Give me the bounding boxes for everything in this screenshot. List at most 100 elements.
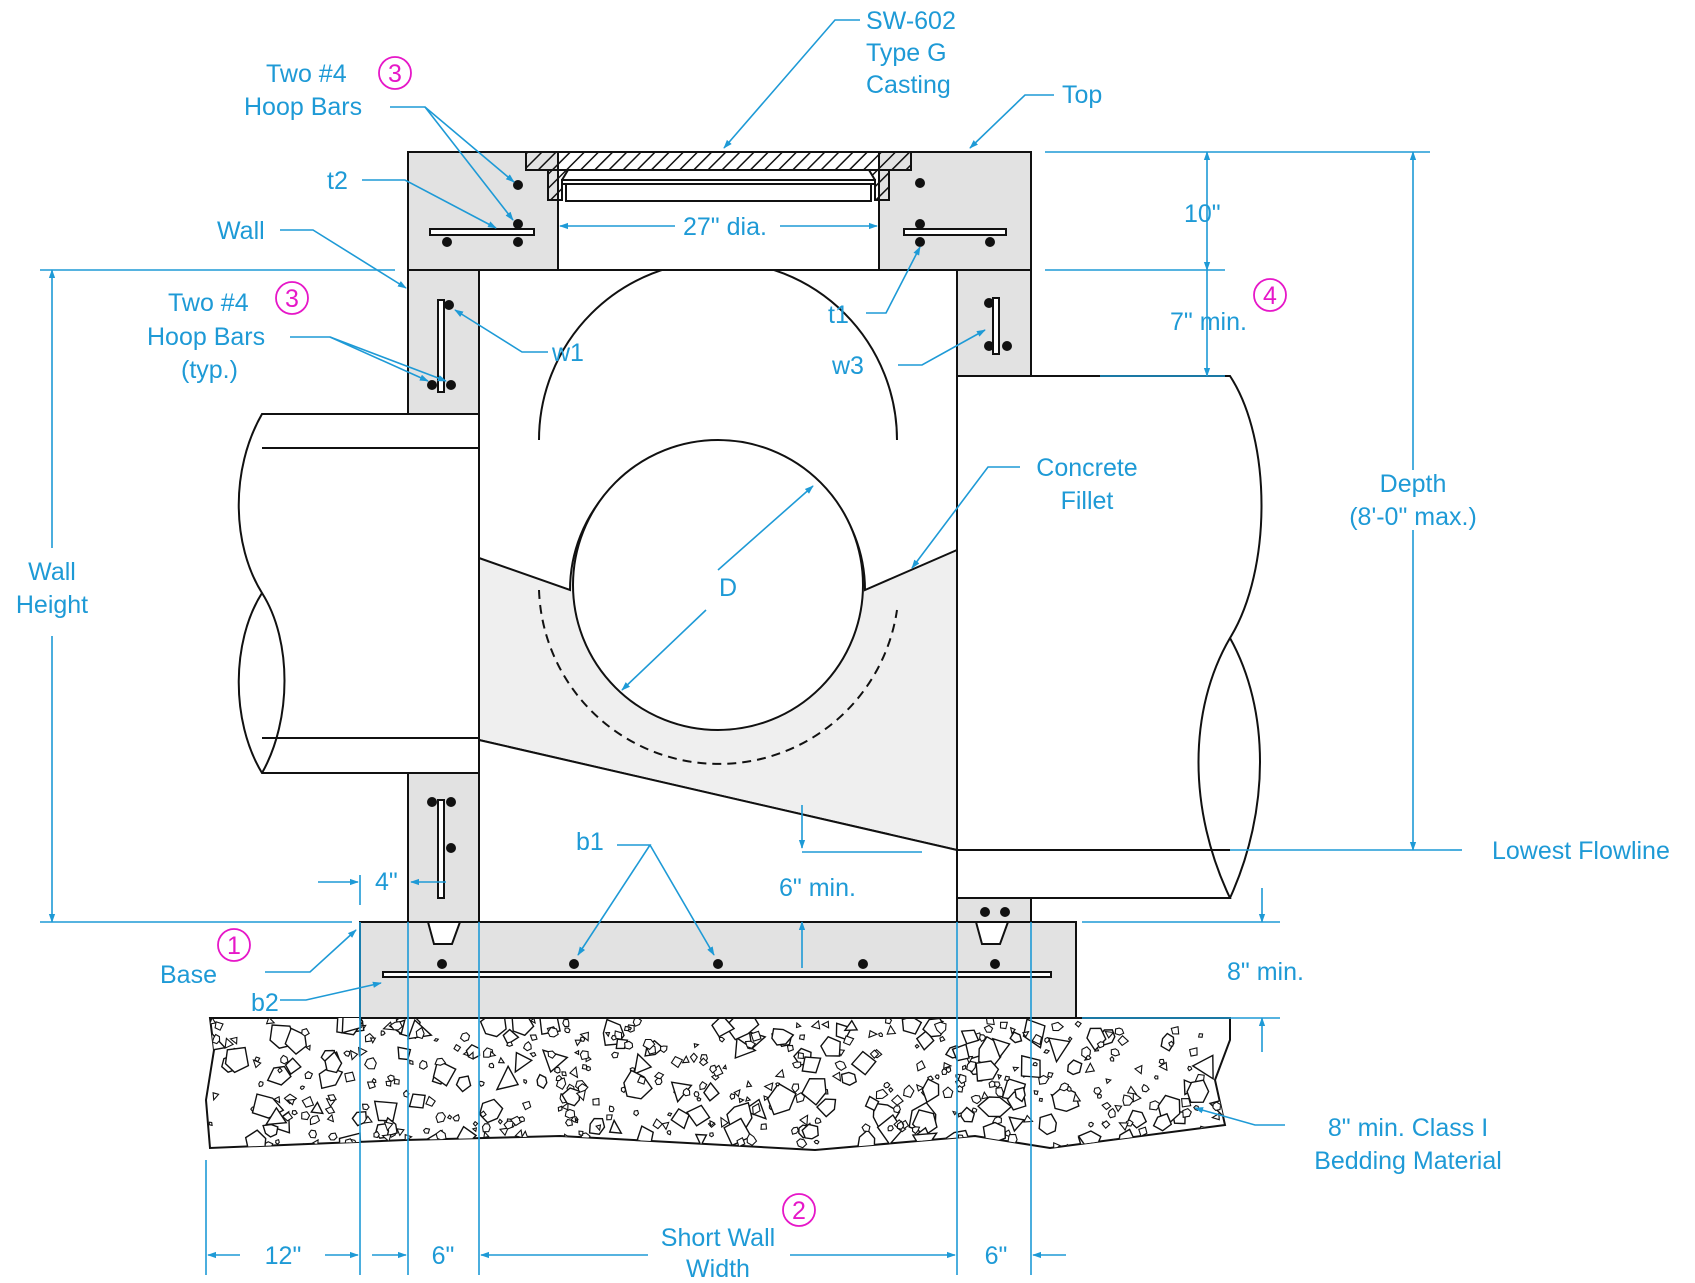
aggregate-stone: [623, 1069, 653, 1100]
aggregate-stone: [745, 1079, 753, 1088]
aggregate-stone: [958, 1112, 963, 1118]
aggregate-stone: [915, 1083, 925, 1092]
aggregate-stone: [581, 1063, 588, 1070]
aggregate-stone: [795, 1021, 802, 1029]
aggregate-stone: [696, 1097, 702, 1102]
aggregate-stone: [212, 1092, 220, 1102]
aggregate-stone: [720, 1116, 730, 1128]
aggregate-stone: [380, 1030, 386, 1037]
aggregate-stone: [1066, 1059, 1083, 1076]
aggregate-stone: [934, 1074, 940, 1080]
aggregate-stone: [309, 1114, 321, 1126]
aggregate-stone: [536, 1073, 548, 1090]
aggregate-stone: [497, 1056, 506, 1064]
aggregate-stone: [1088, 1121, 1094, 1128]
aggregate-stone: [654, 1077, 663, 1086]
dim-10-label: 10": [1184, 200, 1221, 228]
dimension-lines: [40, 151, 1462, 1275]
aggregate-stone: [1114, 1104, 1123, 1113]
base-slab-body: [359, 921, 1077, 1019]
callout-circles: 3 3 4 1 2: [217, 56, 1287, 1227]
aggregate-stone: [995, 1086, 1004, 1098]
aggregate-stone: [791, 1083, 800, 1094]
inlet-pipe-left: [237, 413, 480, 774]
aggregate-stone: [506, 1041, 514, 1047]
aggregate-stone: [916, 1059, 926, 1072]
aggregate-stone: [868, 1029, 879, 1039]
aggregate-stone: [284, 1057, 302, 1076]
aggregate-stone: [514, 1051, 534, 1074]
aggregate-stone: [814, 1117, 822, 1124]
aggregate-stone: [1072, 1092, 1082, 1102]
aggregate-stone: [479, 1110, 487, 1118]
aggregate-stone: [887, 1125, 894, 1132]
aggregate-stone: [575, 1089, 587, 1102]
aggregate-stone: [1180, 1098, 1192, 1108]
aggregate-stone: [875, 1088, 889, 1100]
aggregate-stone: [1197, 1033, 1204, 1038]
aggregate-stone: [921, 1078, 940, 1104]
aggregate-stone: [1172, 1131, 1182, 1142]
aggregate-stone: [729, 1093, 736, 1101]
aggregate-stone: [564, 1027, 571, 1034]
callout-circle-short-wall: [782, 1193, 816, 1227]
aggregate-stone: [1152, 1112, 1173, 1132]
aggregate-stone: [624, 1040, 634, 1050]
aggregate-stone: [763, 1082, 774, 1092]
aggregate-stone: [960, 1029, 980, 1045]
aggregate-stone: [467, 1051, 474, 1060]
aggregate-stone: [744, 1040, 757, 1049]
aggregate-stone: [561, 1087, 581, 1107]
aggregate-stone: [1118, 1122, 1129, 1132]
aggregate-stone: [1038, 1113, 1058, 1136]
aggregate-stone: [305, 1044, 311, 1052]
aggregate-stone: [310, 1100, 324, 1115]
aggregate-stone: [229, 1036, 238, 1045]
wall-label: Wall: [217, 217, 265, 245]
aggregate-stone: [1138, 1126, 1148, 1137]
aggregate-stone: [1168, 1040, 1174, 1047]
aggregate-stone: [489, 1050, 497, 1057]
aggregate-stone: [799, 1114, 809, 1127]
depth-label-1: Depth: [1380, 470, 1447, 498]
aggregate-stone: [1212, 1139, 1220, 1146]
aggregate-stone: [618, 1143, 625, 1149]
aggregate-stone: [327, 1094, 337, 1102]
aggregate-stone: [633, 1109, 640, 1117]
aggregate-stone: [941, 1068, 948, 1075]
aggregate-stone: [301, 1111, 311, 1121]
type-g-casting: [525, 151, 912, 202]
pipe-opening-hidden: [538, 589, 898, 765]
aggregate-stone: [979, 1034, 987, 1043]
aggregate-stone: [893, 1143, 902, 1150]
aggregate-stone: [709, 1119, 716, 1128]
aggregate-stone: [361, 1103, 370, 1111]
aggregate-stone: [272, 1095, 281, 1104]
aggregate-stone: [393, 1078, 400, 1085]
aggregate-stone: [980, 1091, 989, 1100]
t2-label: t2: [327, 167, 348, 195]
aggregate-stone: [911, 1132, 939, 1150]
aggregate-stone: [760, 1123, 768, 1130]
aggregate-stone: [495, 1064, 520, 1091]
aggregate-stone: [869, 1049, 880, 1060]
aggregate-stone: [724, 1018, 760, 1041]
aggregate-stone: [529, 1051, 537, 1058]
aggregate-stone: [604, 1032, 611, 1038]
aggregate-stone: [681, 1054, 690, 1064]
aggregate-stone: [308, 1129, 317, 1139]
casting-label-1: SW-602: [866, 7, 956, 35]
aggregate-stone: [974, 1139, 981, 1147]
hoop-top-label-2: Hoop Bars: [244, 93, 362, 121]
diameter-label: D: [719, 574, 737, 602]
aggregate-stone: [813, 1139, 820, 1145]
aggregate-stone: [497, 1118, 503, 1125]
callout-circle-dim-7: [1253, 278, 1287, 312]
aggregate-stone: [291, 1110, 298, 1116]
aggregate-stone: [562, 1018, 570, 1028]
aggregate-stone: [878, 1032, 883, 1038]
aggregate-stone: [861, 1123, 871, 1133]
w3-label: w3: [831, 352, 864, 380]
aggregate-stone: [1122, 1094, 1135, 1106]
aggregate-stone: [343, 1050, 351, 1057]
